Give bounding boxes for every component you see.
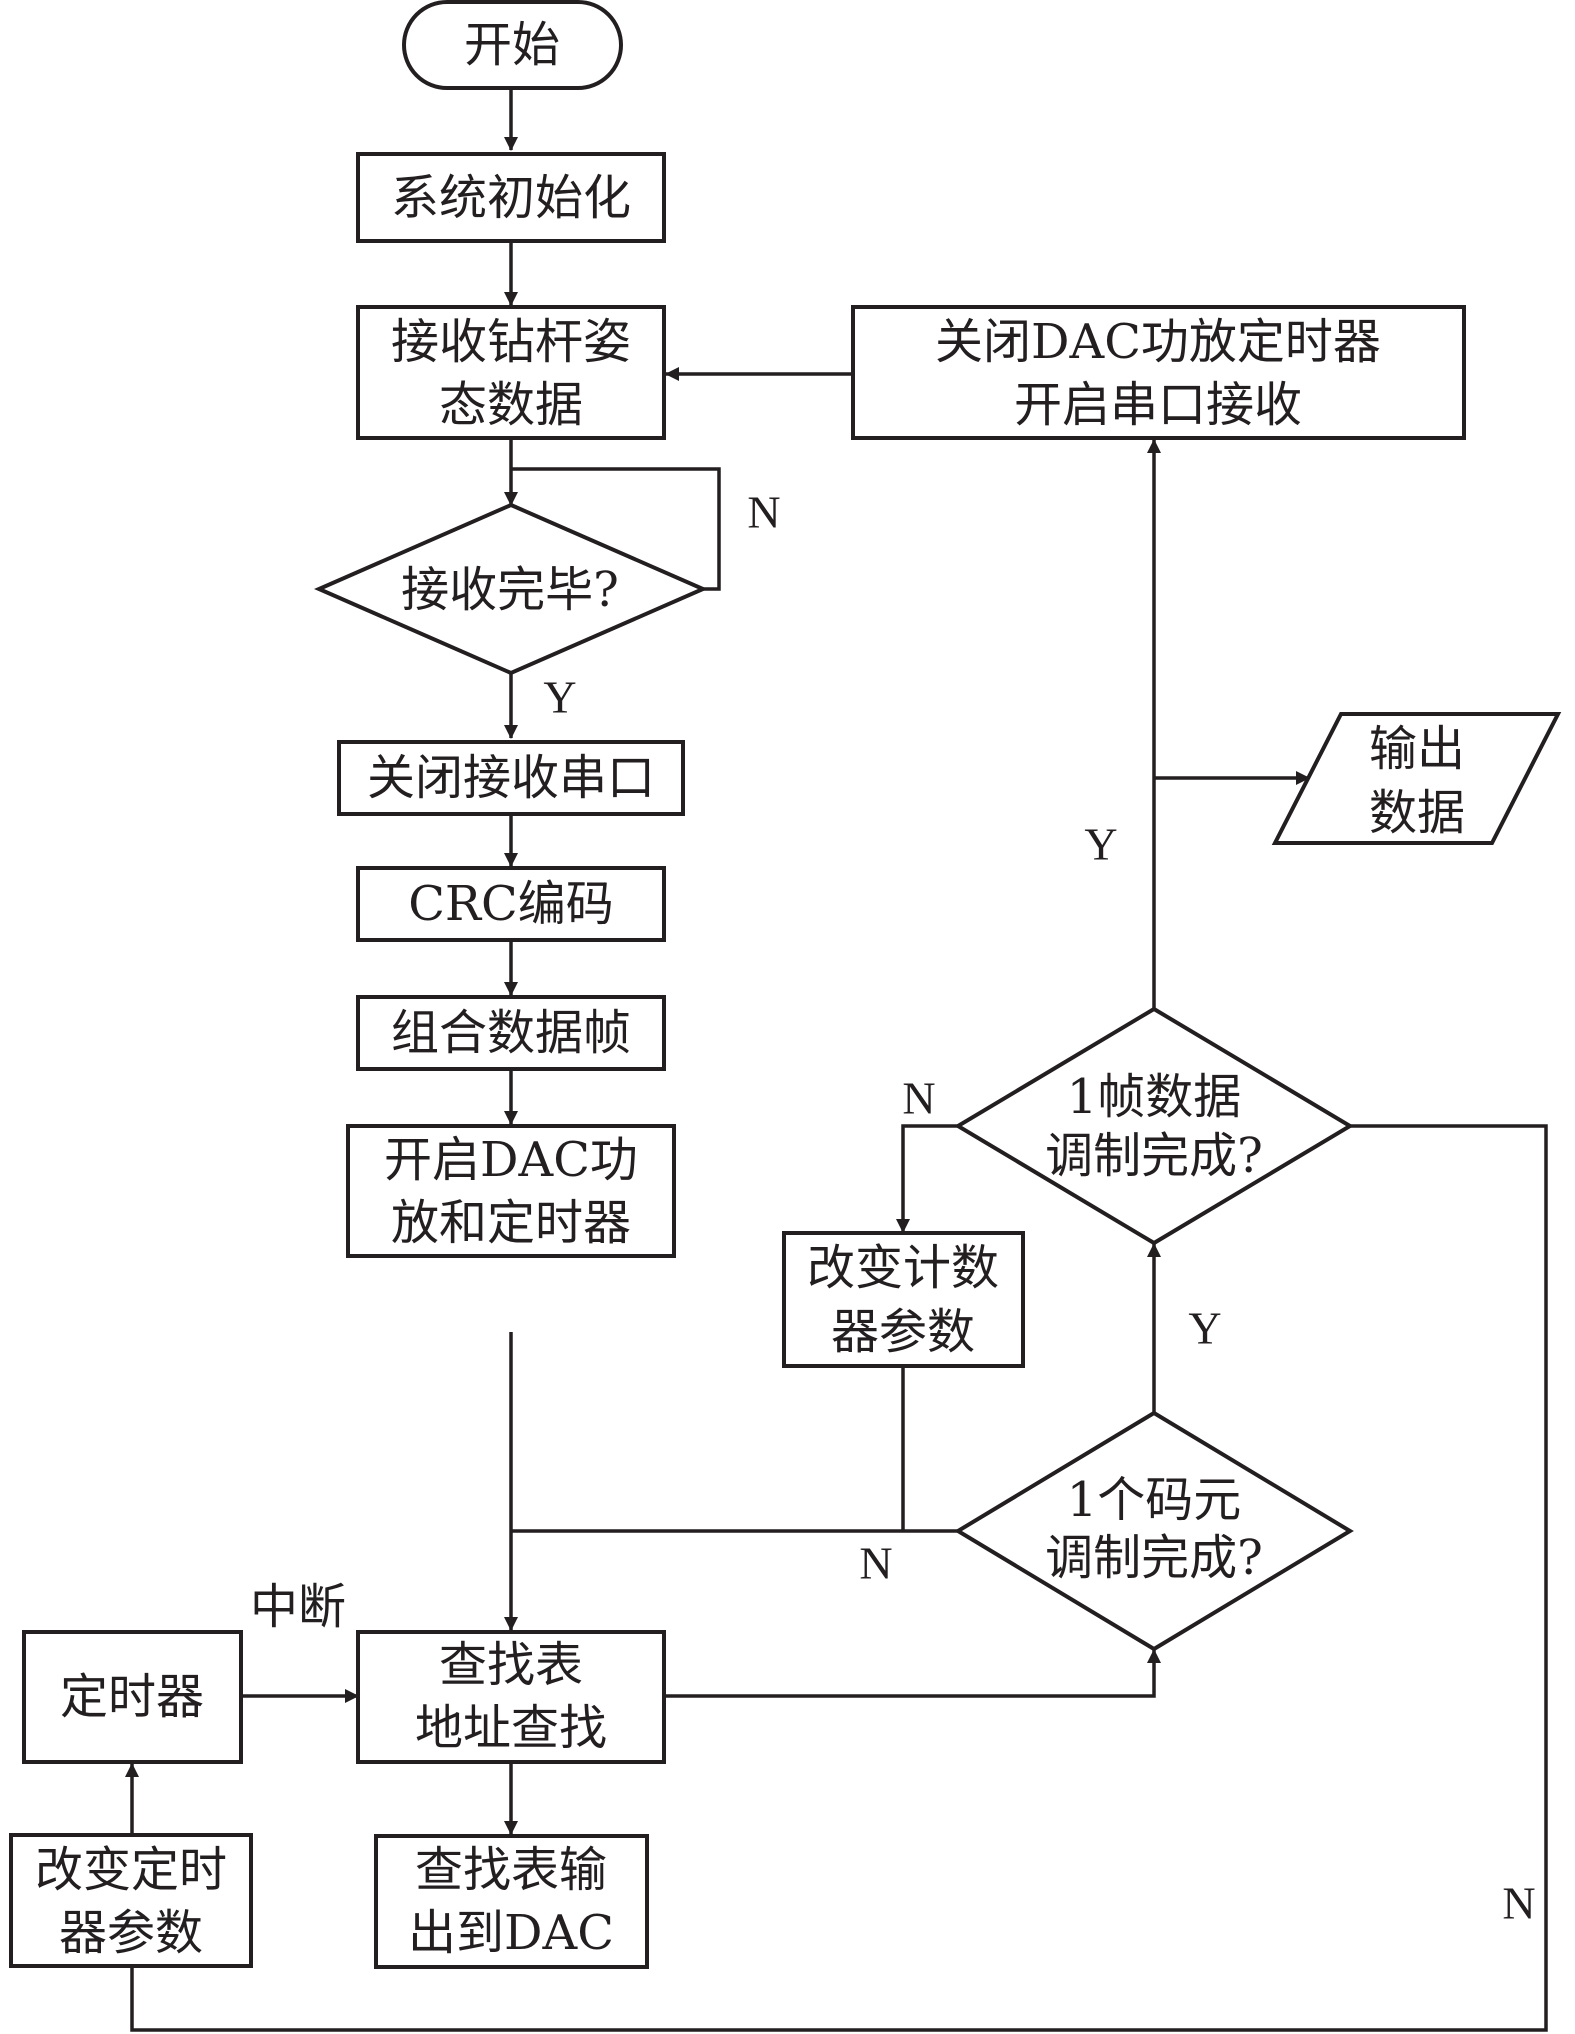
node-timer: 定时器: [22, 1630, 243, 1764]
edge-frame-no-right-loop: [125, 1124, 1548, 2032]
node-change-timer-line1: 改变定时: [35, 1842, 227, 1898]
node-crc-encode: CRC编码: [356, 866, 666, 942]
node-lut-output: 查找表输 出到DAC: [374, 1834, 649, 1969]
edge-recv-done-no-loop: [511, 467, 721, 591]
node-receive-done-label: 接收完毕?: [401, 562, 619, 618]
node-frame-done-line1: 1帧数据: [1067, 1069, 1242, 1125]
edge-frame-no-to-counter: [896, 1124, 958, 1233]
node-timer-label: 定时器: [60, 1669, 204, 1725]
node-output-data: 输出 数据: [1271, 712, 1562, 845]
node-frame-done-decision: 1帧数据 调制完成?: [954, 1006, 1354, 1246]
connectors: [125, 90, 1548, 2032]
node-lut-output-line2: 出到DAC: [408, 1905, 614, 1961]
node-close-dac-line2: 开启串口接收: [1014, 377, 1302, 433]
label-symbol-done-yes: Y: [1188, 1303, 1221, 1354]
node-open-dac-line2: 放和定时器: [391, 1195, 631, 1251]
node-system-init-label: 系统初始化: [391, 170, 631, 226]
node-start-label: 开始: [464, 17, 560, 73]
node-receive-data-line1: 接收钻杆姿: [391, 314, 631, 370]
label-symbol-done-no: N: [859, 1538, 892, 1589]
node-close-serial-label: 关闭接收串口: [367, 750, 655, 806]
node-lookup-table: 查找表 地址查找: [356, 1630, 666, 1764]
node-symbol-done-line2: 调制完成?: [1045, 1530, 1263, 1586]
node-lookup-table-line2: 地址查找: [415, 1700, 607, 1756]
node-crc-encode-label: CRC编码: [408, 876, 614, 932]
label-frame-done-no-right: N: [1502, 1878, 1535, 1929]
label-interrupt: 中断: [250, 1579, 346, 1635]
label-frame-done-no: N: [902, 1073, 935, 1124]
node-lookup-table-line1: 查找表: [439, 1637, 583, 1693]
node-system-init: 系统初始化: [356, 152, 666, 243]
label-recv-done-no: N: [747, 487, 780, 538]
node-open-dac-line1: 开启DAC功: [384, 1132, 638, 1188]
node-output-data-line2: 数据: [1369, 785, 1465, 841]
node-output-data-line1: 输出: [1369, 721, 1465, 777]
node-open-dac: 开启DAC功 放和定时器: [346, 1124, 676, 1258]
label-recv-done-yes: Y: [543, 672, 576, 723]
node-lut-output-line1: 查找表输: [415, 1842, 607, 1898]
node-symbol-done-line1: 1个码元: [1067, 1472, 1242, 1528]
edge-labels: N Y N Y N Y N 中断: [250, 487, 1536, 1929]
node-assemble-frame-label: 组合数据帧: [391, 1005, 631, 1061]
node-change-timer-params: 改变定时 器参数: [9, 1833, 253, 1968]
node-change-counter-params: 改变计数 器参数: [782, 1231, 1025, 1368]
node-receive-data-line2: 态数据: [439, 377, 583, 433]
node-close-serial: 关闭接收串口: [337, 740, 685, 816]
node-assemble-frame: 组合数据帧: [356, 995, 666, 1071]
node-close-dac-line1: 关闭DAC功放定时器: [935, 314, 1381, 370]
node-change-timer-line2: 器参数: [59, 1905, 203, 1961]
node-symbol-done-decision: 1个码元 调制完成?: [954, 1410, 1354, 1652]
node-close-dac: 关闭DAC功放定时器 开启串口接收: [851, 305, 1466, 440]
node-frame-done-line2: 调制完成?: [1045, 1128, 1263, 1184]
node-receive-done-decision: 接收完毕?: [314, 502, 708, 676]
label-frame-done-yes: Y: [1084, 819, 1117, 870]
edge-lookup-to-symbol: [664, 1649, 1161, 1698]
node-change-counter-line2: 器参数: [831, 1304, 975, 1360]
node-receive-data: 接收钻杆姿 态数据: [356, 305, 666, 440]
node-start: 开始: [402, 0, 623, 90]
node-change-counter-line1: 改变计数: [807, 1240, 999, 1296]
